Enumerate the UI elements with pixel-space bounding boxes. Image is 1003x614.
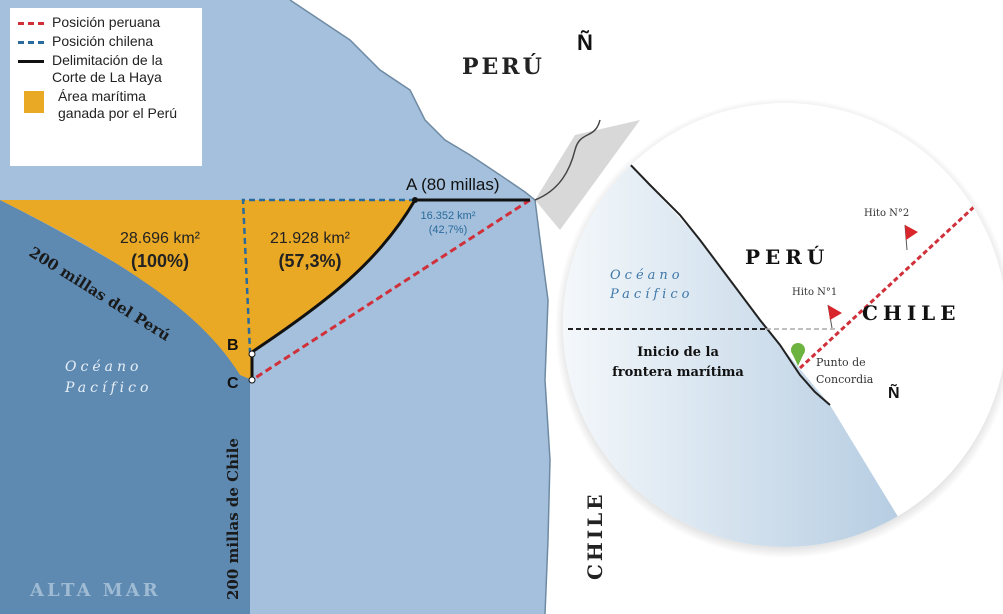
orange-area-swatch-icon [24,91,44,113]
ocean-label-2: Pacífico [64,380,152,396]
inset-border-line [798,178,1003,370]
blue-dashed-swatch-icon [18,41,44,44]
point-c-label: C [227,375,239,392]
inset-ocean-1: Océano [610,268,684,283]
chile-position-line [241,198,415,353]
court-line [250,198,530,380]
start-label-2: frontera marítima [612,365,744,380]
start-label-1: Inicio de la [637,345,719,360]
legend-item-area: Área marítima ganada por el Perú [18,88,202,122]
point-c-marker [248,376,256,384]
point-a-label: A (80 millas) [406,175,500,194]
ocean-label-1: Océano [65,359,142,375]
north-label: Ñ [577,30,593,55]
hito1-label: Hito N°1 [792,287,837,298]
inset-ocean-2: Pacífico [609,287,693,302]
point-b-label: B [227,337,239,354]
hito2-flag-icon [904,224,918,251]
area3-value: 16.352 km² [420,210,475,222]
area1-pct: (100%) [131,251,189,271]
hito1-flag-icon [827,304,842,329]
legend-item-court: Delimitación de la Corte de La Haya [18,52,202,86]
area2-value: 21.928 km² [270,230,351,247]
inset-chile-label: CHILE [862,301,960,325]
inset-north-label: Ñ [888,382,900,402]
legend: Posición peruana Posición chilena Delimi… [10,8,202,166]
high-seas-label: ALTA MAR [29,580,161,601]
chile-label: CHILE [583,492,607,580]
river [534,119,601,201]
area1-value: 28.696 km² [120,230,201,247]
point-a-marker [412,197,418,203]
inset-coast [621,155,831,406]
coastline [289,0,551,614]
location-pin-icon [791,343,805,366]
hito2-label: Hito N°2 [864,208,909,219]
peru-position-line [251,198,531,382]
legend-item-peru: Posición peruana [18,14,202,31]
high-seas [0,200,250,614]
chile-200-label: 200 millas de Chile [224,438,242,600]
legend-item-chile: Posición chilena [18,33,202,50]
concord-label-2: Concordia [816,373,874,386]
inset-connector [535,120,640,230]
concord-label-1: Punto de [816,356,866,369]
area2-pct: (57,3%) [278,251,341,271]
area3-pct: (42,7%) [429,224,468,236]
gained-area [0,200,415,380]
inset-peru-label: PERÚ [745,244,829,269]
point-b-marker [248,350,256,358]
black-line-swatch-icon [18,60,44,63]
peru-label: PERÚ [462,53,545,80]
red-dashed-swatch-icon [18,22,44,25]
inset-detail [563,103,1003,547]
